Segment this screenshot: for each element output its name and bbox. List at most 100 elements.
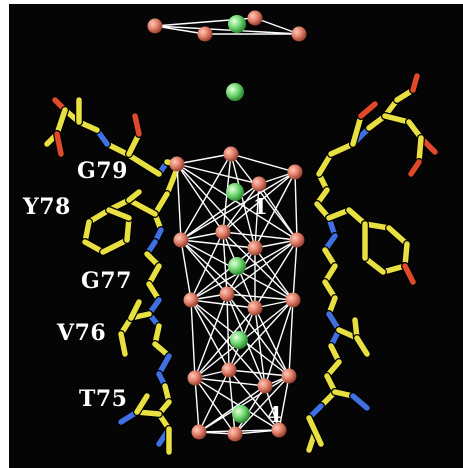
coordination-ring-line bbox=[222, 231, 298, 241]
potassium-ion bbox=[228, 257, 246, 275]
valine-left-bond bbox=[118, 331, 128, 357]
threonine-left-bond bbox=[134, 393, 150, 415]
coordination-line bbox=[180, 183, 260, 241]
coordination-ring-line bbox=[180, 239, 256, 249]
top-right-sidechain-bond bbox=[410, 73, 420, 93]
coordination-line bbox=[176, 163, 298, 241]
coordination-line bbox=[190, 299, 230, 371]
coordination-line bbox=[288, 299, 294, 377]
coordination-line bbox=[180, 153, 232, 241]
coordination-line bbox=[294, 171, 298, 241]
ion-site-label-1: 1 bbox=[253, 194, 269, 219]
coordinating-oxygen-atom bbox=[187, 370, 203, 386]
coordinating-oxygen-atom bbox=[247, 300, 263, 316]
tyrosine-left-ring-bond bbox=[106, 207, 132, 221]
coordinating-oxygen-atom bbox=[285, 292, 301, 308]
coordinating-oxygen-atom bbox=[221, 362, 237, 378]
ion-site-label-4: 4 bbox=[267, 402, 283, 427]
coordinating-oxygen-atom bbox=[227, 426, 243, 442]
coordination-line bbox=[226, 293, 230, 371]
coordination-ring-line bbox=[228, 369, 290, 377]
top-left-sidechain-bond bbox=[54, 107, 68, 137]
coordination-line bbox=[292, 239, 298, 301]
top-right-sidechain-bond bbox=[350, 113, 364, 147]
coordination-line bbox=[198, 369, 230, 433]
coordination-line bbox=[230, 153, 256, 249]
coordination-line bbox=[222, 231, 294, 301]
coordinating-oxygen-atom bbox=[281, 368, 297, 384]
residue-label-g79: G79 bbox=[77, 158, 128, 184]
top-right-sidechain-bond bbox=[358, 101, 378, 119]
tyrosine-right-ring-bond bbox=[402, 263, 416, 285]
tyrosine-right-ring-bond bbox=[386, 225, 410, 247]
residue-label-t75: T75 bbox=[79, 386, 128, 412]
top-right-sidechain-bond bbox=[328, 141, 356, 157]
coordination-line bbox=[228, 369, 236, 435]
coordination-line bbox=[254, 171, 296, 249]
coordination-line bbox=[222, 231, 228, 295]
coordination-line bbox=[194, 377, 200, 433]
coordination-ring-line bbox=[190, 299, 256, 309]
potassium-ion bbox=[226, 83, 244, 101]
coordination-ring-line bbox=[194, 377, 266, 387]
threonine-right-bond bbox=[306, 415, 324, 447]
valine-right-bond bbox=[354, 335, 370, 357]
coordination-line bbox=[180, 239, 228, 295]
coordination-line bbox=[190, 247, 256, 301]
coordination-line bbox=[226, 239, 298, 295]
potassium-ion bbox=[228, 15, 246, 33]
top-left-sidechain-bond bbox=[54, 131, 64, 157]
coordination-line bbox=[190, 299, 196, 379]
figure-panel: G79 Y78 G77 V76 T75 1 4 bbox=[9, 4, 463, 468]
coordination-line bbox=[194, 377, 236, 435]
coordination-line bbox=[228, 369, 280, 431]
coordination-line bbox=[264, 299, 294, 387]
coordination-line bbox=[180, 239, 192, 301]
top-right-sidechain-bond bbox=[416, 135, 424, 165]
potassium-ion bbox=[226, 183, 244, 201]
top-left-sidechain-bond bbox=[132, 113, 142, 137]
coordination-line bbox=[176, 163, 182, 241]
molecular-structure bbox=[43, 10, 439, 456]
top-right-sidechain-bond bbox=[382, 113, 412, 125]
coordination-line bbox=[194, 377, 280, 431]
coordination-line bbox=[254, 247, 294, 301]
coordination-line bbox=[254, 307, 290, 377]
coordinating-oxygen-atom bbox=[251, 176, 267, 192]
coordination-line bbox=[258, 183, 298, 241]
coordination-line bbox=[194, 307, 256, 379]
coordination-line bbox=[234, 385, 266, 435]
coordination-line bbox=[264, 385, 280, 431]
coordinating-oxygen-atom bbox=[247, 240, 263, 256]
coordinating-oxygen-atom bbox=[147, 18, 163, 34]
top-cluster-line bbox=[154, 25, 300, 35]
coordination-line bbox=[180, 171, 296, 241]
coordinating-oxygen-atom bbox=[257, 378, 273, 394]
coordinating-oxygen-atom bbox=[223, 146, 239, 162]
coordinating-oxygen-atom bbox=[197, 26, 213, 42]
coordinating-oxygen-atom bbox=[291, 26, 307, 42]
coordination-ring-line bbox=[226, 293, 294, 301]
coordination-ring-line bbox=[230, 153, 296, 173]
coordination-line bbox=[278, 375, 290, 431]
residue-label-g77: G77 bbox=[81, 268, 132, 294]
coordinating-oxygen-atom bbox=[173, 232, 189, 248]
coordinating-oxygen-atom bbox=[191, 424, 207, 440]
coordinating-oxygen-atom bbox=[215, 224, 231, 240]
coordination-line bbox=[194, 293, 228, 379]
coordination-ring-line bbox=[176, 153, 232, 165]
coordinating-oxygen-atom bbox=[183, 292, 199, 308]
top-left-sidechain-bond bbox=[124, 151, 162, 177]
coordination-line bbox=[222, 171, 296, 233]
residue-label-y78: Y78 bbox=[23, 194, 71, 220]
coordination-line bbox=[198, 385, 266, 433]
top-right-sidechain-bond bbox=[408, 159, 422, 177]
coordination-line bbox=[254, 183, 260, 249]
coordination-ring-line bbox=[176, 163, 260, 185]
coordination-line bbox=[198, 375, 290, 433]
coordination-line bbox=[228, 299, 294, 371]
coordinating-oxygen-atom bbox=[271, 422, 287, 438]
residue-label-v76: V76 bbox=[57, 320, 107, 346]
coordination-line bbox=[180, 239, 256, 309]
coordinating-oxygen-atom bbox=[289, 232, 305, 248]
